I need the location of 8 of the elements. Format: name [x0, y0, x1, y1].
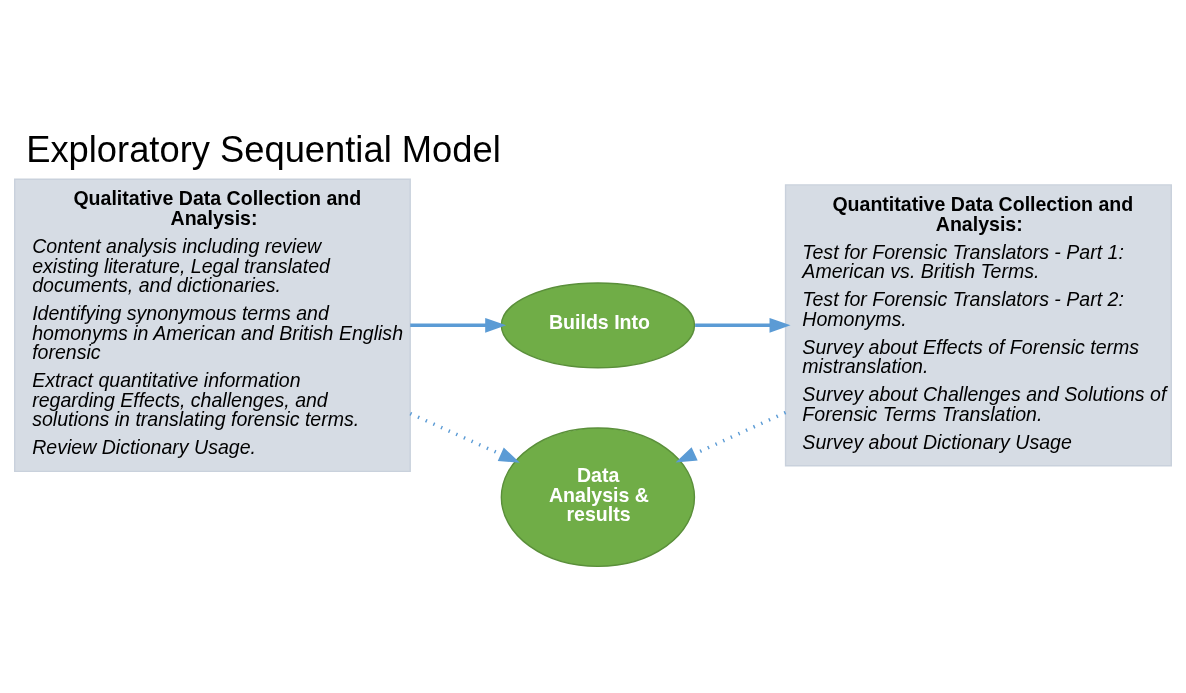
node-ellipse: Builds Into — [500, 281, 696, 368]
node-box: Qualitative Data Collection and Analysis: Content analysis including review existing literature, Legal translated documents, and dictionaries. Identifying synonymous terms and homonyms in American and British English forensic Extract quantitative information regarding Effects, challenges, and solutions in translating forensic terms. Review Dictionary Usage. — [14, 178, 411, 472]
node-box: Quantitative Data Collection and Analysis: Test for Forensic Translators - Part 1: American vs. British Terms. Test for Forensic Translators - Part 2: Homonyms. Survey about Effects of Forensic terms mistranslation. Survey about Challenges and Solutions of Forensic Terms Translation. Survey about Dictionary Usage — [784, 183, 1172, 466]
arrow — [675, 410, 787, 463]
arrow — [695, 317, 791, 333]
arrow — [410, 317, 507, 333]
arrow — [409, 411, 520, 463]
diagram-title: Exploratory Sequential Model — [26, 128, 501, 170]
